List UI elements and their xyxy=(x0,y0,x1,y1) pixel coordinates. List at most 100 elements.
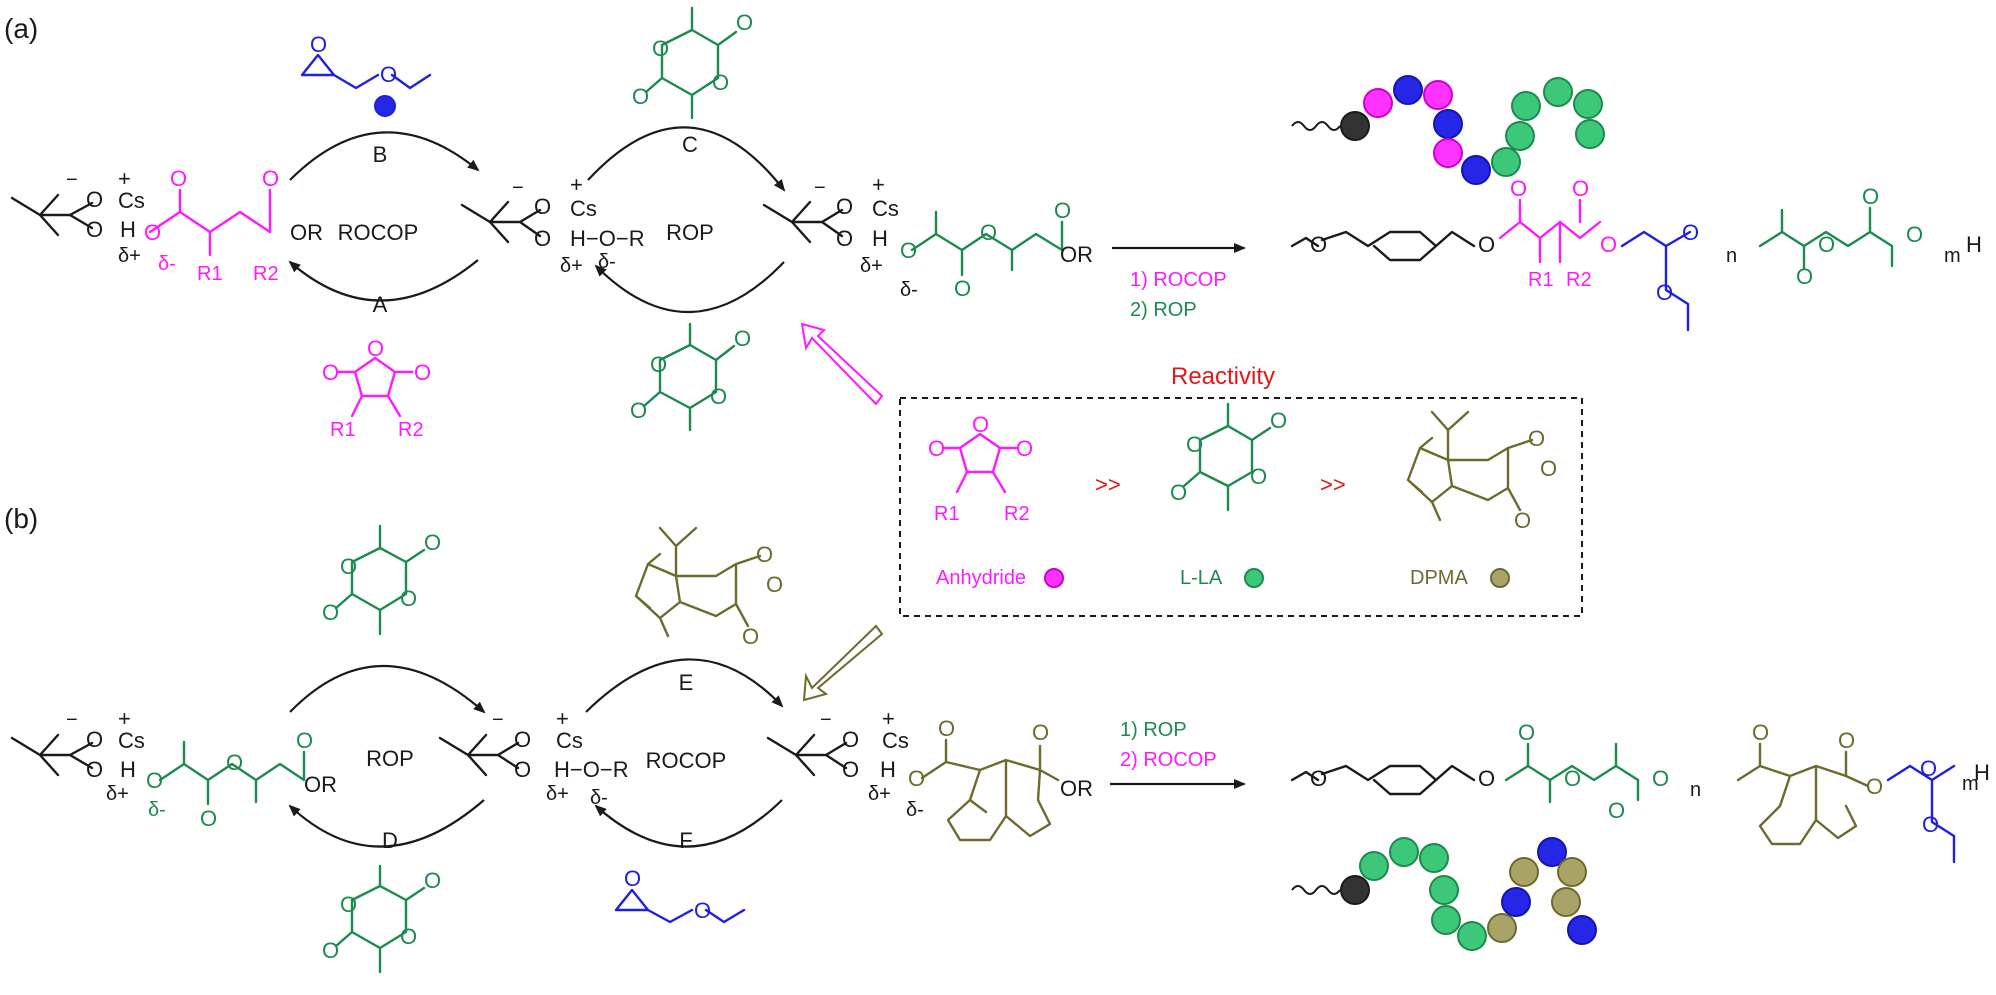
svg-text:O: O xyxy=(1170,480,1187,505)
svg-text:H: H xyxy=(120,217,136,242)
step-label-E: E xyxy=(679,670,694,695)
svg-text:δ+: δ+ xyxy=(118,245,141,267)
svg-text:m: m xyxy=(1962,773,1979,795)
lactide-monomer-a-bottom: O O O O xyxy=(630,322,751,432)
svg-text:O: O xyxy=(367,336,384,361)
svg-text:O: O xyxy=(144,220,161,245)
svg-text:O: O xyxy=(1514,508,1531,533)
svg-text:O: O xyxy=(380,62,397,87)
svg-text:Cs: Cs xyxy=(872,196,899,221)
svg-text:O: O xyxy=(1478,232,1495,257)
panel-label-b: (b) xyxy=(4,503,38,534)
svg-text:O: O xyxy=(534,194,551,219)
arc-c-back xyxy=(594,261,785,314)
catalyst-complex-b3: − O O + Cs H δ+ δ- O O O OR xyxy=(766,706,1093,842)
svg-text:O: O xyxy=(650,352,667,377)
svg-text:O: O xyxy=(1866,774,1883,799)
arc-rop-b xyxy=(289,664,486,714)
svg-text:−: − xyxy=(512,177,524,199)
svg-text:O: O xyxy=(624,866,641,891)
svg-text:O: O xyxy=(1796,264,1813,289)
svg-text:O: O xyxy=(200,806,217,831)
svg-text:R2: R2 xyxy=(1566,269,1592,291)
svg-text:O: O xyxy=(86,727,103,752)
svg-text:O: O xyxy=(1054,198,1071,223)
dpma-bead-icon xyxy=(1490,568,1510,588)
svg-text:Cs: Cs xyxy=(118,728,145,753)
svg-text:O: O xyxy=(1752,720,1769,745)
svg-text:+: + xyxy=(872,172,885,197)
hollow-arrow-magenta xyxy=(800,322,884,406)
svg-text:OR: OR xyxy=(304,772,337,797)
svg-text:O: O xyxy=(1862,184,1879,209)
svg-text:O: O xyxy=(1564,766,1581,791)
svg-text:O: O xyxy=(710,384,727,409)
svg-text:−: − xyxy=(492,709,504,731)
svg-text:δ+: δ+ xyxy=(560,255,583,277)
catalyst-complex-a3: − O O + Cs H δ+ δ- O O O O OR xyxy=(762,172,1093,301)
svg-text:O: O xyxy=(1652,766,1669,791)
svg-text:O: O xyxy=(1906,222,1923,247)
svg-text:O: O xyxy=(712,70,729,95)
svg-text:O: O xyxy=(1032,720,1049,745)
svg-text:O: O xyxy=(928,436,945,461)
step-label-B: B xyxy=(373,142,388,167)
hollow-arrow-olive xyxy=(802,624,884,702)
step-label-C: C xyxy=(682,132,698,157)
rop-label-a: ROP xyxy=(666,220,714,245)
svg-text:OR: OR xyxy=(1060,776,1093,801)
conditions-b-1: 1) ROP xyxy=(1120,719,1187,741)
svg-text:O: O xyxy=(652,36,669,61)
svg-text:Cs: Cs xyxy=(882,728,909,753)
svg-text:O: O xyxy=(322,360,339,385)
svg-text:O: O xyxy=(86,187,103,212)
svg-text:+: + xyxy=(118,706,131,731)
svg-text:R1: R1 xyxy=(197,263,223,285)
svg-text:O: O xyxy=(836,226,853,251)
svg-text:O: O xyxy=(1922,812,1939,837)
svg-text:O: O xyxy=(1016,436,1033,461)
svg-text:OR: OR xyxy=(290,220,323,245)
lactide-monomer-c: O O O O xyxy=(632,6,753,120)
svg-text:Cs: Cs xyxy=(556,728,583,753)
svg-text:H: H xyxy=(872,226,888,251)
svg-text:δ-: δ- xyxy=(148,799,166,821)
svg-text:O: O xyxy=(226,750,243,775)
svg-text:Cs: Cs xyxy=(118,188,145,213)
svg-text:O: O xyxy=(734,326,751,351)
svg-text:O: O xyxy=(1310,232,1327,257)
svg-text:R1: R1 xyxy=(934,503,960,525)
arc-d xyxy=(288,799,485,848)
svg-text:+: + xyxy=(570,172,583,197)
svg-text:m: m xyxy=(1944,245,1961,267)
arc-e xyxy=(585,658,784,713)
reactivity-gt-2: >> xyxy=(1320,472,1346,497)
arc-f xyxy=(594,799,783,848)
svg-text:−: − xyxy=(66,169,78,191)
legend-label-anhydride: Anhydride xyxy=(936,567,1026,589)
svg-text:O: O xyxy=(756,542,773,567)
svg-text:O: O xyxy=(1250,464,1267,489)
svg-text:O: O xyxy=(414,360,431,385)
svg-text:+: + xyxy=(882,706,895,731)
epoxide-bead-icon xyxy=(374,95,396,117)
svg-text:O: O xyxy=(340,554,357,579)
svg-text:O: O xyxy=(1540,456,1557,481)
svg-text:O: O xyxy=(766,572,783,597)
svg-text:O: O xyxy=(1528,426,1545,451)
svg-text:δ-: δ- xyxy=(590,787,608,809)
svg-text:O: O xyxy=(1478,766,1495,791)
svg-text:O: O xyxy=(630,398,647,423)
rocop-label-a: ROCOP xyxy=(338,220,419,245)
dpma-monomer-e: O O O xyxy=(634,526,783,649)
arc-c xyxy=(587,126,786,192)
conditions-a-1: 1) ROCOP xyxy=(1130,269,1227,291)
svg-text:−: − xyxy=(66,709,78,731)
svg-text:Cs: Cs xyxy=(570,196,597,221)
svg-text:O: O xyxy=(842,757,859,782)
svg-text:H: H xyxy=(1974,760,1990,785)
svg-text:O: O xyxy=(296,728,313,753)
svg-text:H: H xyxy=(1966,232,1982,257)
svg-text:O: O xyxy=(424,530,441,555)
